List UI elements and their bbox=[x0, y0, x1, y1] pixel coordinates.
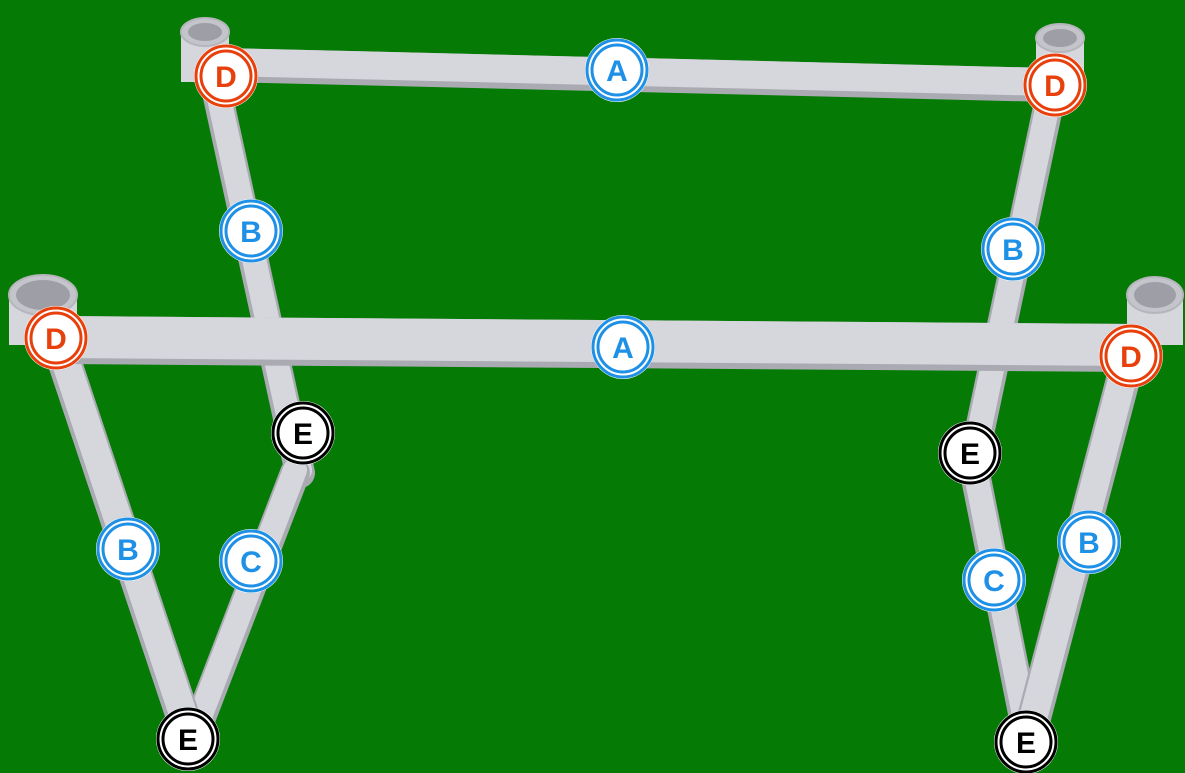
label-left-bottom-joint: E bbox=[156, 707, 220, 771]
label-letter: D bbox=[1044, 70, 1066, 103]
label-front-rail: A bbox=[591, 315, 655, 379]
label-letter: C bbox=[983, 565, 1005, 598]
label-letter: E bbox=[178, 724, 198, 757]
label-front-left-tee: D bbox=[24, 306, 88, 370]
label-letter: D bbox=[1120, 341, 1142, 374]
label-back-left-leg: B bbox=[219, 199, 283, 263]
label-right-bottom-joint: E bbox=[994, 710, 1058, 773]
label-right-brace: C bbox=[962, 548, 1026, 612]
left-brace-pipe bbox=[195, 470, 295, 730]
label-back-right-leg: B bbox=[981, 217, 1045, 281]
label-letter: A bbox=[612, 332, 634, 365]
label-left-brace: C bbox=[219, 529, 283, 593]
label-front-right-tee: D bbox=[1099, 324, 1163, 388]
label-letter: D bbox=[45, 323, 67, 356]
label-right-mid-joint: E bbox=[938, 421, 1002, 485]
label-back-left-tee: D bbox=[194, 44, 258, 108]
pipes-layer bbox=[9, 18, 1183, 738]
label-front-right-leg: B bbox=[1057, 510, 1121, 574]
label-letter: B bbox=[240, 216, 262, 249]
front-right-fitting-inner bbox=[1134, 282, 1176, 308]
label-front-left-leg: B bbox=[96, 517, 160, 581]
label-letter: B bbox=[1002, 234, 1024, 267]
back-left-fitting-inner bbox=[188, 23, 222, 41]
label-letter: D bbox=[215, 61, 237, 94]
label-letter: C bbox=[240, 546, 262, 579]
back-right-fitting-inner bbox=[1043, 29, 1077, 47]
label-letter: B bbox=[1078, 527, 1100, 560]
label-top-rail: A bbox=[585, 38, 649, 102]
label-left-mid-joint: E bbox=[271, 401, 335, 465]
label-letter: A bbox=[606, 55, 628, 88]
front-left-fitting-inner bbox=[16, 280, 70, 310]
label-letter: E bbox=[1016, 727, 1036, 760]
label-letter: E bbox=[960, 438, 980, 471]
label-letter: B bbox=[117, 534, 139, 567]
label-letter: E bbox=[293, 418, 313, 451]
label-back-right-tee: D bbox=[1023, 53, 1087, 117]
